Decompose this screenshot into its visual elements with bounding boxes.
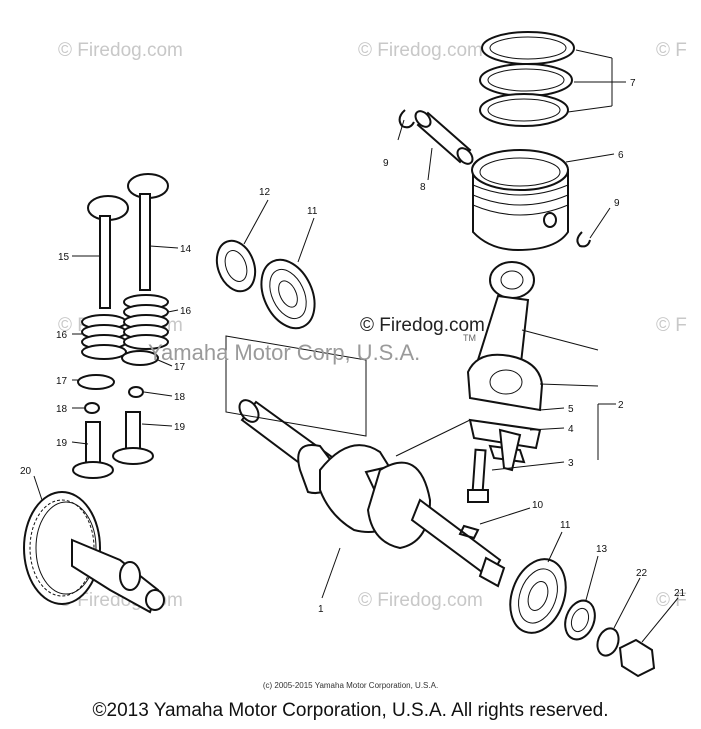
circlip-lower — [576, 231, 591, 248]
watermark-trademark: TM — [463, 333, 476, 343]
label-16-left: 16 — [56, 330, 68, 341]
watermark-top-left: © Firedog.com — [58, 40, 183, 61]
oil-seal-lower — [564, 599, 596, 641]
label-3: 3 — [568, 458, 574, 469]
label-9-upper: 9 — [383, 158, 389, 169]
watermark-center: © Firedog.com — [360, 315, 485, 336]
connecting-rod — [466, 261, 544, 472]
valve-spring-right — [123, 294, 169, 350]
label-6: 6 — [618, 150, 624, 161]
copyright-small: (c) 2005-2015 Yamaha Motor Corporation, … — [262, 681, 439, 690]
watermark-bottom-center: © Firedog.com — [358, 590, 483, 611]
assembly-guide-lines — [225, 335, 471, 457]
copyright-main: ©2013 Yamaha Motor Corporation, U.S.A. A… — [92, 700, 609, 721]
label-14: 14 — [180, 244, 192, 255]
label-17-left: 17 — [56, 376, 68, 387]
label-18-right: 18 — [174, 392, 186, 403]
piston — [471, 149, 569, 252]
spring-retainer-right — [121, 350, 159, 366]
watermark-top-center: © Firedog.com — [358, 40, 483, 61]
crankshaft — [238, 399, 506, 588]
label-16-right: 16 — [180, 306, 192, 317]
label-19-left: 19 — [56, 438, 68, 449]
exhaust-valve — [127, 173, 169, 291]
label-13: 13 — [596, 544, 608, 555]
label-15: 15 — [58, 252, 70, 263]
label-1: 1 — [318, 604, 324, 615]
intake-valve — [87, 195, 129, 309]
label-18-left: 18 — [56, 404, 68, 415]
watermark-middle-right: © F — [656, 315, 687, 336]
rod-bolt — [467, 448, 489, 503]
watermark-bottom-right: © F — [656, 590, 687, 611]
label-22: 22 — [636, 568, 648, 579]
label-4: 4 — [568, 424, 574, 435]
tappet-left — [72, 421, 114, 479]
camshaft-gear — [23, 491, 165, 614]
main-bearing-upper — [260, 258, 316, 330]
label-12: 12 — [259, 187, 271, 198]
label-21: 21 — [674, 588, 686, 599]
label-5: 5 — [568, 404, 574, 415]
leader-lines — [33, 49, 679, 643]
valve-cotter-left — [84, 402, 100, 414]
valve-spring-left — [81, 314, 127, 360]
tappet-right — [112, 411, 154, 465]
woodruff-key — [458, 524, 480, 540]
piston-pin — [414, 110, 474, 165]
label-11-lower: 11 — [560, 520, 571, 531]
label-20: 20 — [20, 466, 32, 477]
oil-seal — [215, 239, 257, 293]
label-17-right: 17 — [174, 362, 186, 373]
part-number-labels: 7 6 9 8 9 12 11 15 14 16 16 17 17 18 18 … — [20, 78, 686, 615]
label-10: 10 — [532, 500, 544, 511]
main-bearing-lower — [509, 558, 567, 634]
circlip-upper — [398, 109, 415, 129]
spring-retainer-left — [77, 374, 115, 390]
nut — [618, 638, 656, 678]
label-19-right: 19 — [174, 422, 186, 433]
label-2: 2 — [618, 400, 624, 411]
label-11-upper: 11 — [307, 206, 318, 217]
label-8: 8 — [420, 182, 426, 193]
valve-cotter-right — [128, 386, 144, 398]
watermark-top-right: © F — [656, 40, 687, 61]
piston-rings — [479, 31, 575, 127]
label-7: 7 — [630, 78, 636, 89]
washer — [596, 627, 620, 657]
watermark-center-subtitle: Yamaha Motor Corp, U.S.A. — [148, 340, 421, 365]
label-9-lower: 9 — [614, 198, 620, 209]
